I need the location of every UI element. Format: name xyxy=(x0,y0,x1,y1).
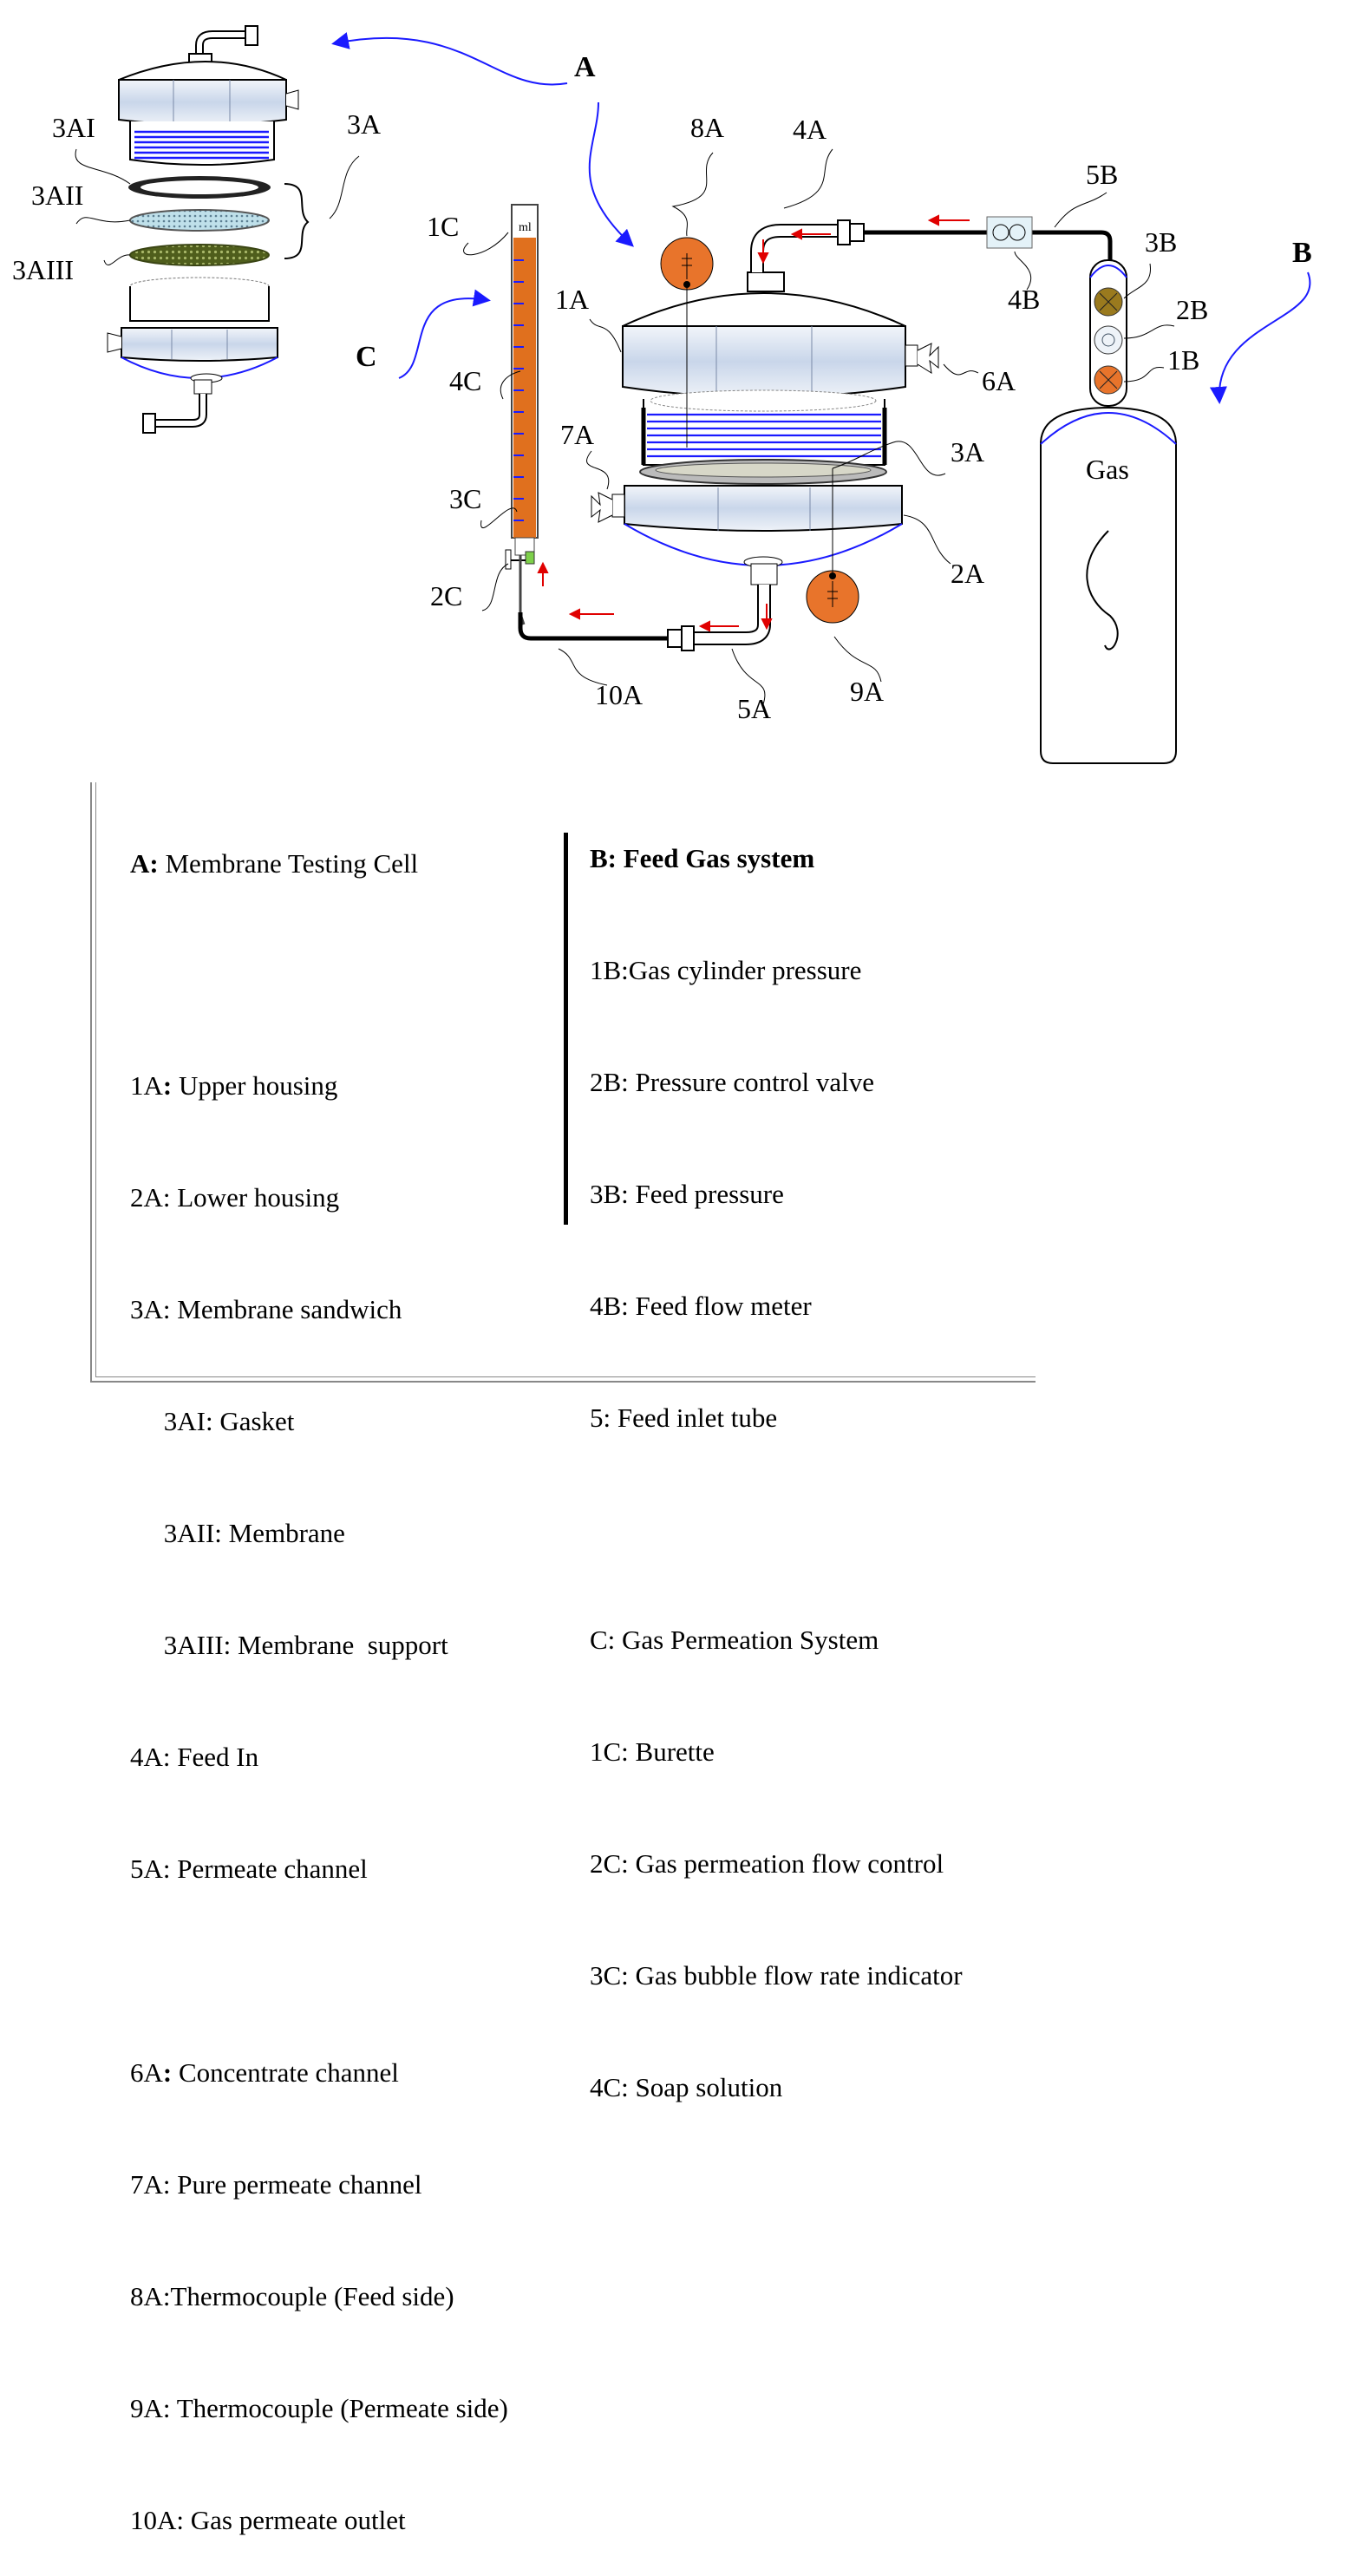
label-5a: 5A xyxy=(737,693,771,724)
legend-5: 5: Feed inlet tube xyxy=(590,1402,778,1433)
burette-scale xyxy=(513,259,524,521)
cell-threads xyxy=(647,413,881,458)
legend-membrane-cell: A: Membrane Testing Cell 1A: Upper housi… xyxy=(130,770,508,2576)
label-5b: 5B xyxy=(1086,159,1118,190)
label-8a: 8A xyxy=(690,112,724,143)
legend-c-heading: C: Gas Permeation System xyxy=(590,1625,879,1655)
legend-7a: 7A: Pure permeate channel xyxy=(130,2169,422,2200)
label-2a: 2A xyxy=(951,558,984,589)
label-3c: 3C xyxy=(449,483,481,514)
burette-unit: ml xyxy=(519,221,532,234)
label-3a-exploded: 3A xyxy=(347,108,381,140)
legend-5a: 5A: Permeate channel xyxy=(130,1854,368,1884)
legend-feed-gas: B: Feed Gas system 1B:Gas cylinder press… xyxy=(590,765,963,2143)
label-2b: 2B xyxy=(1176,294,1208,325)
thread-lines xyxy=(134,130,269,160)
label-a: A xyxy=(574,51,596,83)
legend-2c: 2C: Gas permeation flow control xyxy=(590,1848,944,1879)
label-4b: 4B xyxy=(1008,284,1040,315)
legend-3ai: 3AI: Gasket xyxy=(130,1406,295,1436)
label-1c: 1C xyxy=(427,211,459,242)
legend-3aii: 3AII: Membrane xyxy=(130,1518,345,1548)
membrane-test-setup-diagram: 3AI 3AII 3AIII 3A A ml 1C 4C 3C 2C xyxy=(12,25,1312,764)
legend-1c: 1C: Burette xyxy=(590,1736,715,1767)
exploded-cell xyxy=(107,25,299,434)
legend-3a: 3A: Membrane sandwich xyxy=(130,1294,402,1324)
legend-9a: 9A: Thermocouple (Permeate side) xyxy=(130,2393,508,2423)
legend-3c: 3C: Gas bubble flow rate indicator xyxy=(590,1960,963,1991)
label-2c: 2C xyxy=(430,580,462,611)
label-1a: 1A xyxy=(555,284,589,315)
gas-cylinder xyxy=(1040,259,1177,764)
label-1b: 1B xyxy=(1167,344,1199,376)
legend-1a: 1A: Upper housing xyxy=(130,1070,338,1101)
legend-1b: 1B:Gas cylinder pressure xyxy=(590,955,862,985)
label-9a: 9A xyxy=(850,676,884,707)
legend-2a: 2A: Lower housing xyxy=(130,1182,340,1213)
legend-4c: 4C: Soap solution xyxy=(590,2072,783,2102)
membrane-support xyxy=(129,244,270,266)
legend-8a: 8A:Thermocouple (Feed side) xyxy=(130,2281,454,2311)
legend-3aiii: 3AIII: Membrane support xyxy=(130,1630,448,1660)
label-4c: 4C xyxy=(449,365,481,396)
label-3ai: 3AI xyxy=(52,112,95,143)
cylinder-label: Gas xyxy=(1086,454,1129,485)
label-c: C xyxy=(356,341,377,373)
flow-control-valve xyxy=(525,551,535,565)
legend-a-heading: A: Membrane Testing Cell xyxy=(130,848,419,879)
membrane xyxy=(129,209,270,232)
legend-2b: 2B: Pressure control valve xyxy=(590,1067,875,1097)
pressure-control-valve xyxy=(1094,325,1123,355)
soap-solution xyxy=(513,238,536,538)
legend-4b: 4B: Feed flow meter xyxy=(590,1291,812,1321)
legend-6a: 6A: Concentrate channel xyxy=(130,2057,399,2088)
label-b: B xyxy=(1292,237,1312,269)
upper-housing xyxy=(622,325,906,398)
membrane-test-cell xyxy=(518,216,1113,651)
legend-3b: 3B: Feed pressure xyxy=(590,1179,784,1209)
legend-divider xyxy=(564,833,568,1225)
flow-arrows xyxy=(537,214,970,632)
label-4a: 4A xyxy=(793,114,827,145)
label-3aii: 3AII xyxy=(31,180,83,211)
legend-b-heading: B: Feed Gas system xyxy=(590,843,815,873)
burette: ml xyxy=(505,204,539,625)
label-3a: 3A xyxy=(951,436,984,467)
legend-frame xyxy=(90,782,1036,1383)
label-6a: 6A xyxy=(982,365,1016,396)
label-3b: 3B xyxy=(1145,226,1177,258)
label-3aiii: 3AIII xyxy=(12,254,74,285)
legend-4a: 4A: Feed In xyxy=(130,1742,259,1772)
legend-10a: 10A: Gas permeate outlet xyxy=(130,2505,406,2535)
label-7a: 7A xyxy=(560,419,594,450)
lower-housing xyxy=(624,485,903,532)
